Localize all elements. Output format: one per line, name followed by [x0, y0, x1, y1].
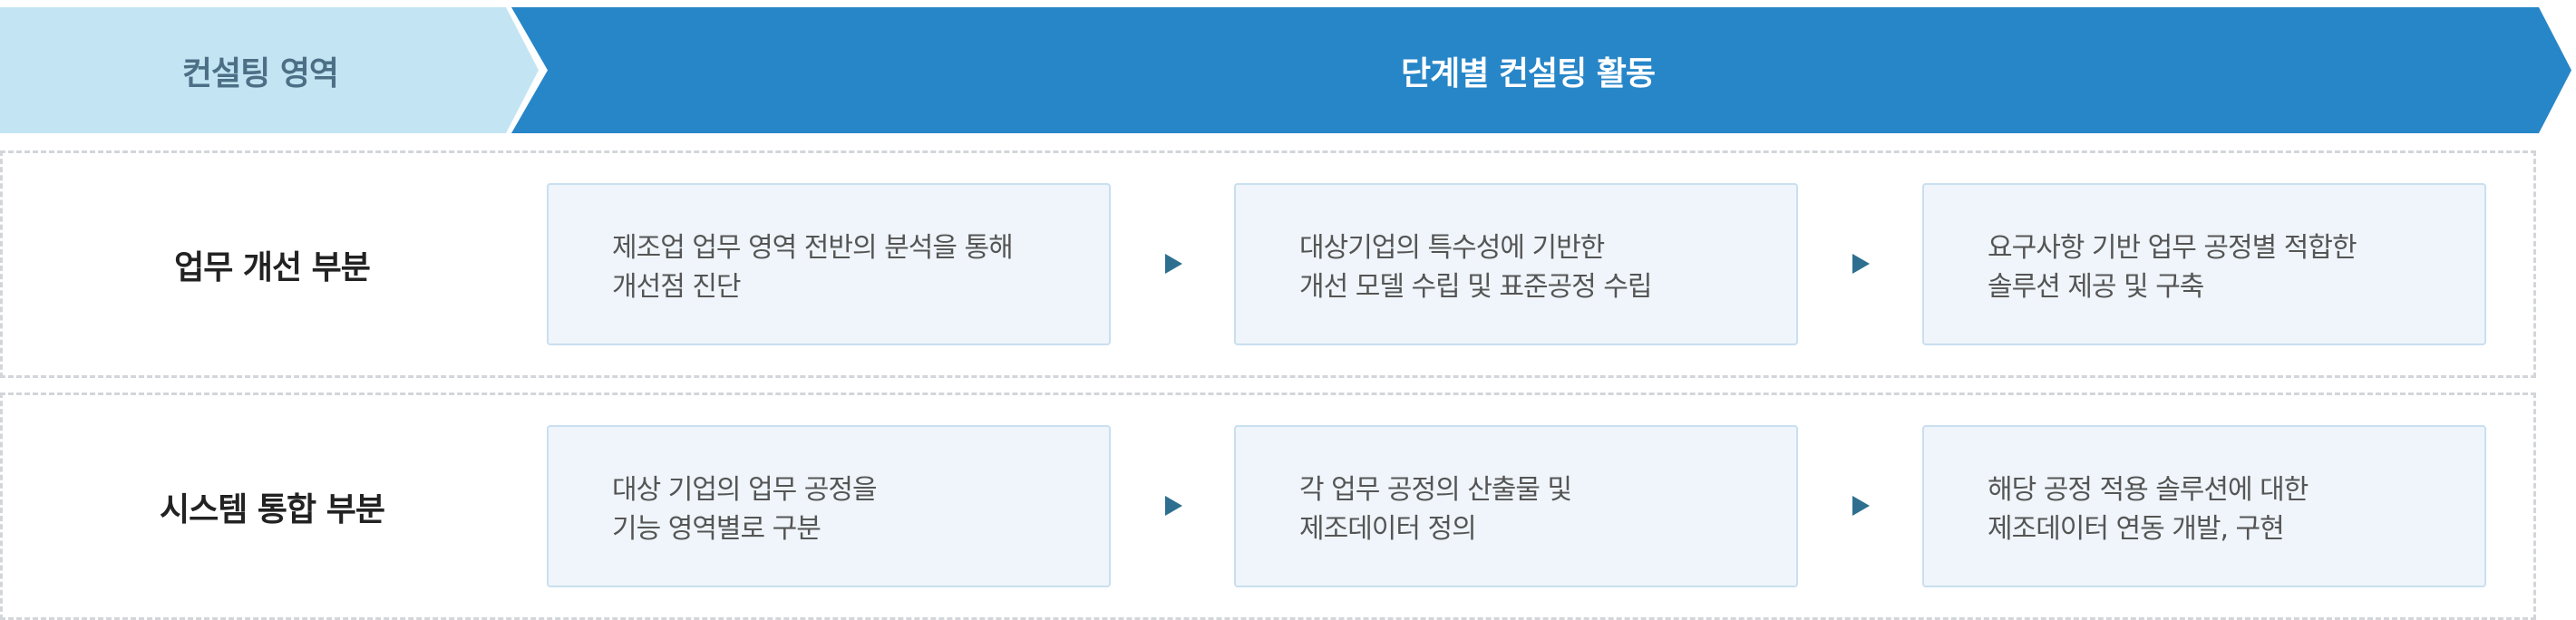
step-box: 각 업무 공정의 산출물 및 제조데이터 정의 [1234, 425, 1798, 587]
header-consulting-activities: 단계별 컨설팅 활동 [511, 7, 2571, 133]
row-title: 업무 개선 부분 [174, 248, 371, 286]
step-box: 해당 공정 적용 솔루션에 대한 제조데이터 연동 개발, 구현 [1922, 425, 2486, 587]
row-system-integration: 시스템 통합 부분 대상 기업의 업무 공정을 기능 영역별로 구분 각 업무 … [0, 392, 2536, 620]
triangle-right-icon [1165, 254, 1182, 274]
header-consulting-activities-label: 단계별 컨설팅 활동 [1400, 54, 1656, 92]
header-consulting-area: 컨설팅 영역 [0, 7, 539, 133]
step-box: 요구사항 기반 업무 공정별 적합한 솔루션 제공 및 구축 [1922, 183, 2486, 345]
triangle-right-icon [1852, 254, 1870, 274]
row-title: 시스템 통합 부분 [160, 490, 385, 528]
triangle-right-icon [1852, 496, 1870, 516]
row-business-improvement: 업무 개선 부분 제조업 업무 영역 전반의 분석을 통해 개선점 진단 대상기… [0, 150, 2536, 378]
header-consulting-area-label: 컨설팅 영역 [181, 54, 339, 92]
step-box: 대상기업의 특수성에 기반한 개선 모델 수립 및 표준공정 수립 [1234, 183, 1798, 345]
step-box: 제조업 업무 영역 전반의 분석을 통해 개선점 진단 [547, 183, 1111, 345]
triangle-right-icon [1165, 496, 1182, 516]
step-box: 대상 기업의 업무 공정을 기능 영역별로 구분 [547, 425, 1111, 587]
